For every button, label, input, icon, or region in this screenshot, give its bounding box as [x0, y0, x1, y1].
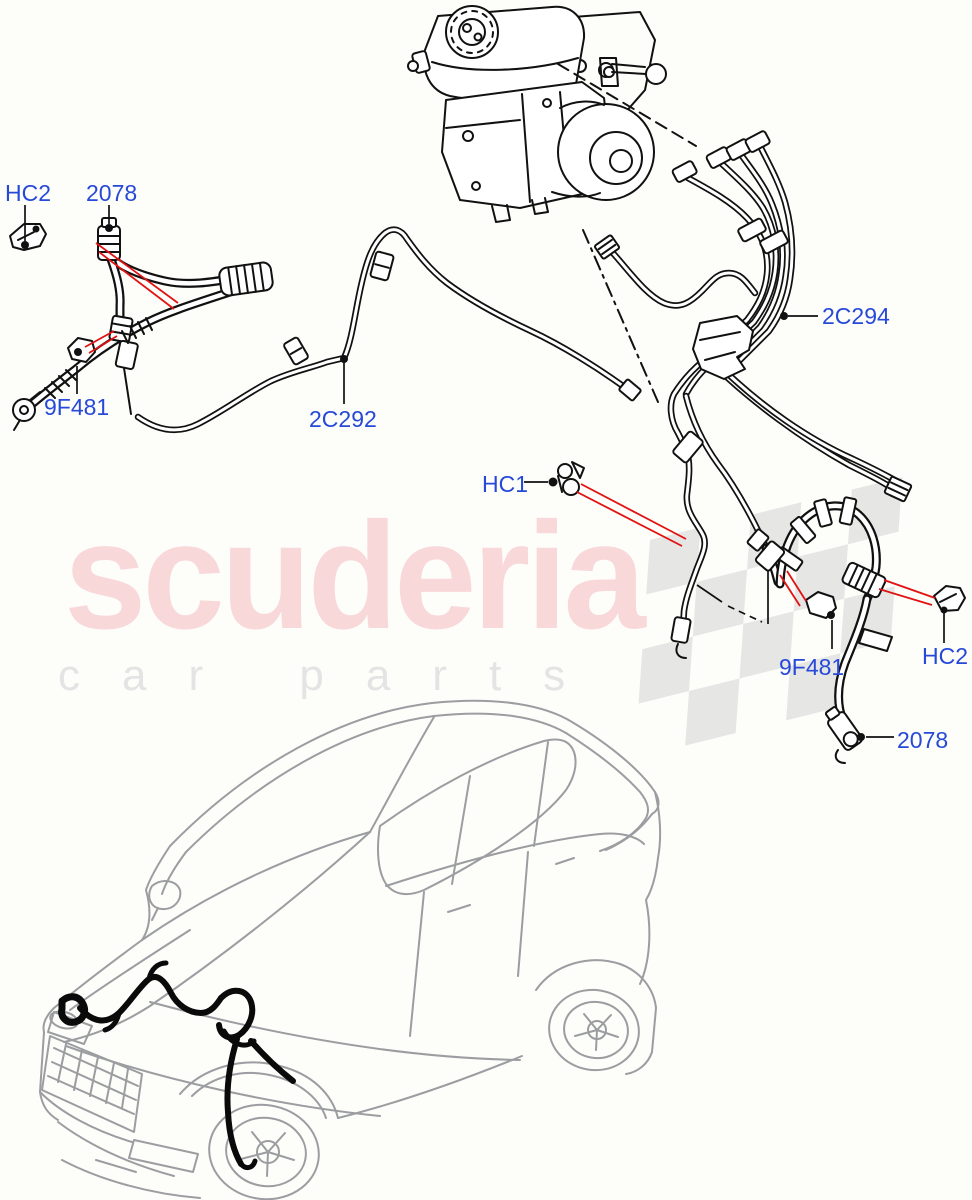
- pipe-clip: [759, 229, 789, 255]
- hose-sleeve: [114, 339, 139, 371]
- watermark: scuderia car parts: [58, 477, 903, 746]
- leader-lines: [21, 205, 945, 741]
- brake-pipe-bundle-2c294: [667, 130, 913, 659]
- callout-9f481-front-right[interactable]: 9F481: [779, 654, 844, 680]
- pipe-clip: [672, 430, 704, 464]
- front-wheel: [208, 1103, 320, 1200]
- front-right-brake-hose: [746, 496, 893, 764]
- pipe-union: [594, 234, 620, 260]
- red-pointer-lines: [84, 242, 936, 607]
- tube-nut: [744, 130, 771, 153]
- callout-2078-front-left[interactable]: 2078: [86, 180, 137, 206]
- hose-bellows: [841, 561, 887, 599]
- clip-parts: [9, 223, 966, 619]
- hose-clip-hc2-left: [9, 223, 47, 251]
- callout-hc1[interactable]: HC1: [482, 471, 528, 497]
- callout-9f481-front-left[interactable]: 9F481: [44, 394, 109, 420]
- brake-pipe-2c292: [134, 226, 642, 434]
- watermark-brand: scuderia: [64, 491, 647, 661]
- callout-2078-front-right[interactable]: 2078: [897, 727, 948, 753]
- callout-hc2-front-right[interactable]: HC2: [922, 643, 968, 669]
- hose-sleeve: [838, 496, 858, 526]
- pipe-clip: [737, 217, 767, 243]
- front-grille: [41, 1035, 143, 1133]
- pipe-end-fitting: [618, 378, 642, 402]
- vehicle-illustration: [39, 699, 662, 1200]
- hose-sleeve: [813, 498, 833, 528]
- reservoir-cap: [445, 5, 499, 59]
- side-mirror: [148, 880, 182, 921]
- fog-lamp: [128, 1139, 199, 1173]
- bracket-clip-9f481-left: [67, 337, 96, 363]
- callout-hc2-front-left[interactable]: HC2: [5, 180, 51, 206]
- hose-clip-hc2-right: [933, 585, 966, 614]
- callout-2c294[interactable]: 2C294: [822, 303, 890, 329]
- front-left-brake-hose: [12, 217, 274, 431]
- watermark-tagline: car parts: [58, 651, 607, 700]
- tube-nut: [671, 160, 698, 183]
- hose-union-barrel: [218, 261, 274, 297]
- hose-collar: [108, 314, 134, 344]
- booster-motor: [557, 103, 655, 201]
- hose-clip-hc1: [557, 461, 585, 496]
- pipe-junction-bracket: [692, 315, 754, 380]
- bracket-clip-9f481-right: [805, 591, 837, 619]
- hose-sleeve: [789, 516, 817, 544]
- rear-wheel: [548, 988, 640, 1072]
- assembly-dashed-lines: [557, 63, 697, 403]
- brake-booster-illustration: [407, 5, 667, 223]
- hose-end-fitting: [754, 540, 786, 572]
- callout-2c292[interactable]: 2C292: [309, 406, 377, 432]
- hose-end-fitting: [746, 528, 770, 552]
- hose-tab: [858, 628, 893, 652]
- pushrod-ball: [645, 63, 667, 85]
- callout-labels: HC2 2078 9F481 2C292 2C294 HC1 9F481 HC2…: [5, 180, 968, 753]
- banjo-fitting: [824, 706, 863, 751]
- connector-pipe: [594, 234, 759, 309]
- banjo-fitting: [12, 398, 36, 422]
- pipe-end-fitting: [670, 616, 692, 644]
- wiring-harness: [58, 960, 296, 1171]
